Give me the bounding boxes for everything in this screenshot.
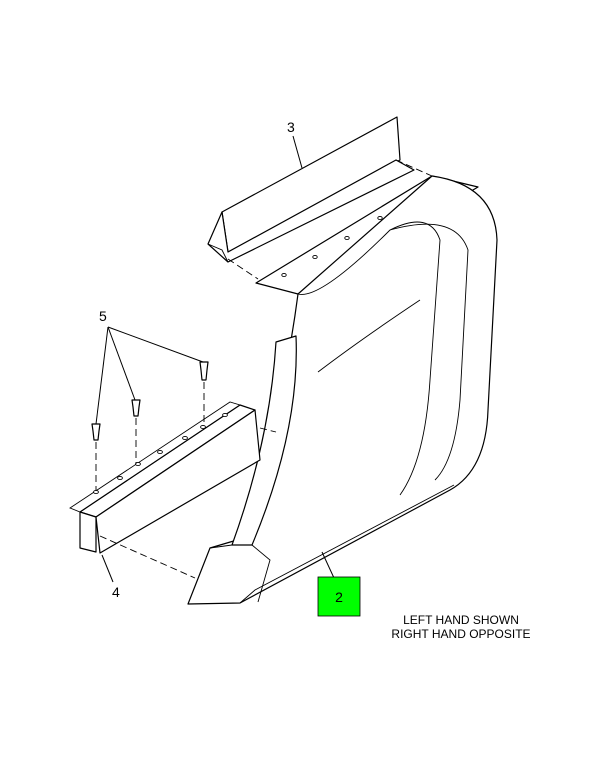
mounting-hole [117, 475, 123, 481]
mounting-hole [312, 254, 318, 260]
callout-3: 3 [287, 119, 295, 135]
mounting-hole [222, 412, 228, 418]
mounting-hole [93, 489, 99, 495]
rivet [199, 361, 209, 381]
callout-2-highlight[interactable]: 2 [317, 576, 361, 617]
mounting-hole [157, 449, 163, 455]
note-line-1: LEFT HAND SHOWN [403, 613, 519, 627]
mounting-hole [377, 215, 383, 221]
note-line-2: RIGHT HAND OPPOSITE [391, 627, 530, 641]
highlight-box[interactable] [317, 576, 361, 617]
leader-lines [95, 135, 335, 583]
callout-2[interactable]: 2 [335, 589, 343, 605]
mounting-hole [182, 435, 188, 441]
part-3-angle-bracket [207, 116, 415, 263]
mounting-hole [344, 235, 350, 241]
part-4-lower-bracket [69, 401, 261, 554]
callout-5: 5 [99, 308, 107, 324]
alignment-lines [95, 159, 433, 579]
callout-4: 4 [112, 584, 120, 600]
mounting-hole [281, 272, 287, 278]
part-2-fender [187, 175, 498, 605]
mounting-hole [200, 424, 206, 430]
rivet [91, 423, 101, 441]
part-5-fasteners [91, 361, 209, 441]
rivet [131, 399, 141, 417]
